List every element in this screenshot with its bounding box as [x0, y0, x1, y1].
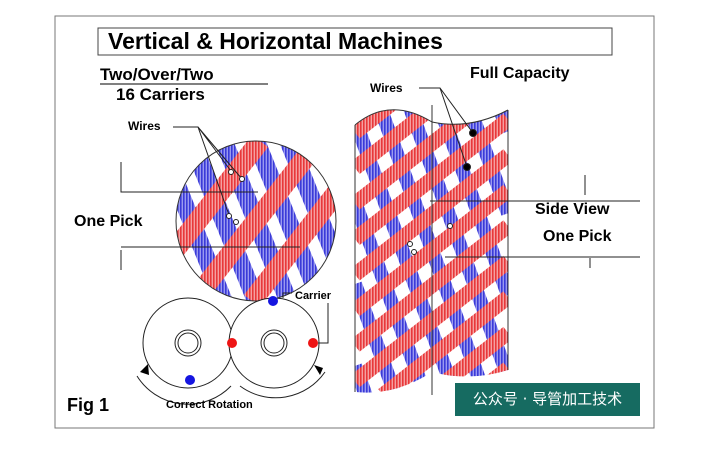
- carrier-blue: [185, 375, 195, 385]
- title-box: [97, 27, 613, 56]
- blue-wire-band: [247, 141, 330, 301]
- figure-label: Fig 1: [67, 395, 109, 415]
- horn-gears: [136, 292, 329, 405]
- red-wire-band: [355, 109, 402, 139]
- red-wire-band: [185, 141, 327, 301]
- title: Vertical & Horizontal Machines: [108, 28, 443, 54]
- side-view-label: Side View: [535, 201, 610, 218]
- one-pick-label-right: One Pick: [543, 228, 612, 245]
- rotation-arrow-left-icon: [140, 364, 149, 375]
- pattern-label: Two/Over/Two: [100, 65, 214, 84]
- red-wire-band: [176, 141, 269, 255]
- carrier-red: [227, 338, 237, 348]
- carrier-blue: [268, 296, 278, 306]
- carriers-label: 16 Carriers: [116, 85, 205, 104]
- rotation-arrow-right-icon: [314, 365, 323, 375]
- closeup-circle: [175, 140, 337, 302]
- blue-wire-band: [182, 141, 265, 301]
- carrier-label: Carrier: [295, 290, 332, 302]
- watermark: 公众号 · 导管加工技术: [455, 383, 640, 416]
- carrier-red: [308, 338, 318, 348]
- red-wire-band: [378, 291, 508, 393]
- wires-leader-right: [407, 87, 640, 268]
- correct-rotation-label: Correct Rotation: [166, 399, 253, 411]
- wires-label-left: Wires: [128, 119, 161, 133]
- wires-label-right: Wires: [370, 81, 403, 95]
- full-capacity-label: Full Capacity: [470, 65, 570, 82]
- one-pick-label-left: One Pick: [74, 213, 143, 230]
- wires-leader-left: [120, 126, 300, 270]
